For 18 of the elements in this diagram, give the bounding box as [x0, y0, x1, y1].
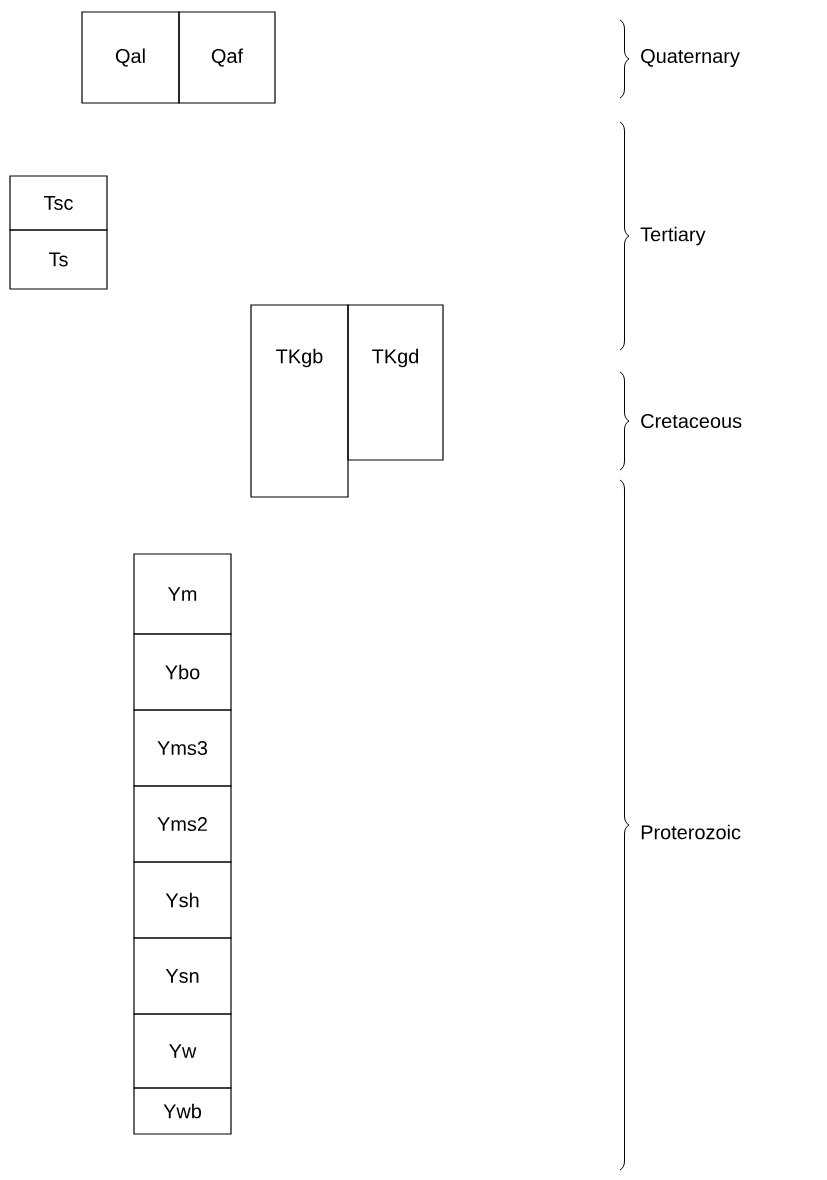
unit-box: TKgd — [347, 304, 444, 461]
unit-box: Ysh — [133, 861, 232, 939]
unit-box: Yw — [133, 1013, 232, 1089]
unit-box: Ysn — [133, 937, 232, 1015]
unit-box: Tsc — [9, 175, 108, 231]
unit-box: Ybo — [133, 633, 232, 711]
period-label: Quaternary — [641, 49, 740, 68]
unit-box: TKgb — [250, 304, 349, 498]
unit-box: Yms3 — [133, 709, 232, 787]
unit-box: Yms2 — [133, 785, 232, 863]
unit-box: Ts — [9, 229, 108, 290]
unit-box: Qaf — [178, 11, 276, 104]
unit-box: Ym — [133, 553, 232, 635]
period-label: Cretaceous — [641, 413, 742, 429]
period-label: Proterozoic — [641, 824, 741, 840]
unit-box: Qal — [81, 11, 180, 104]
unit-box: Ywb — [133, 1087, 232, 1135]
period-label: Tertiary — [640, 226, 706, 246]
